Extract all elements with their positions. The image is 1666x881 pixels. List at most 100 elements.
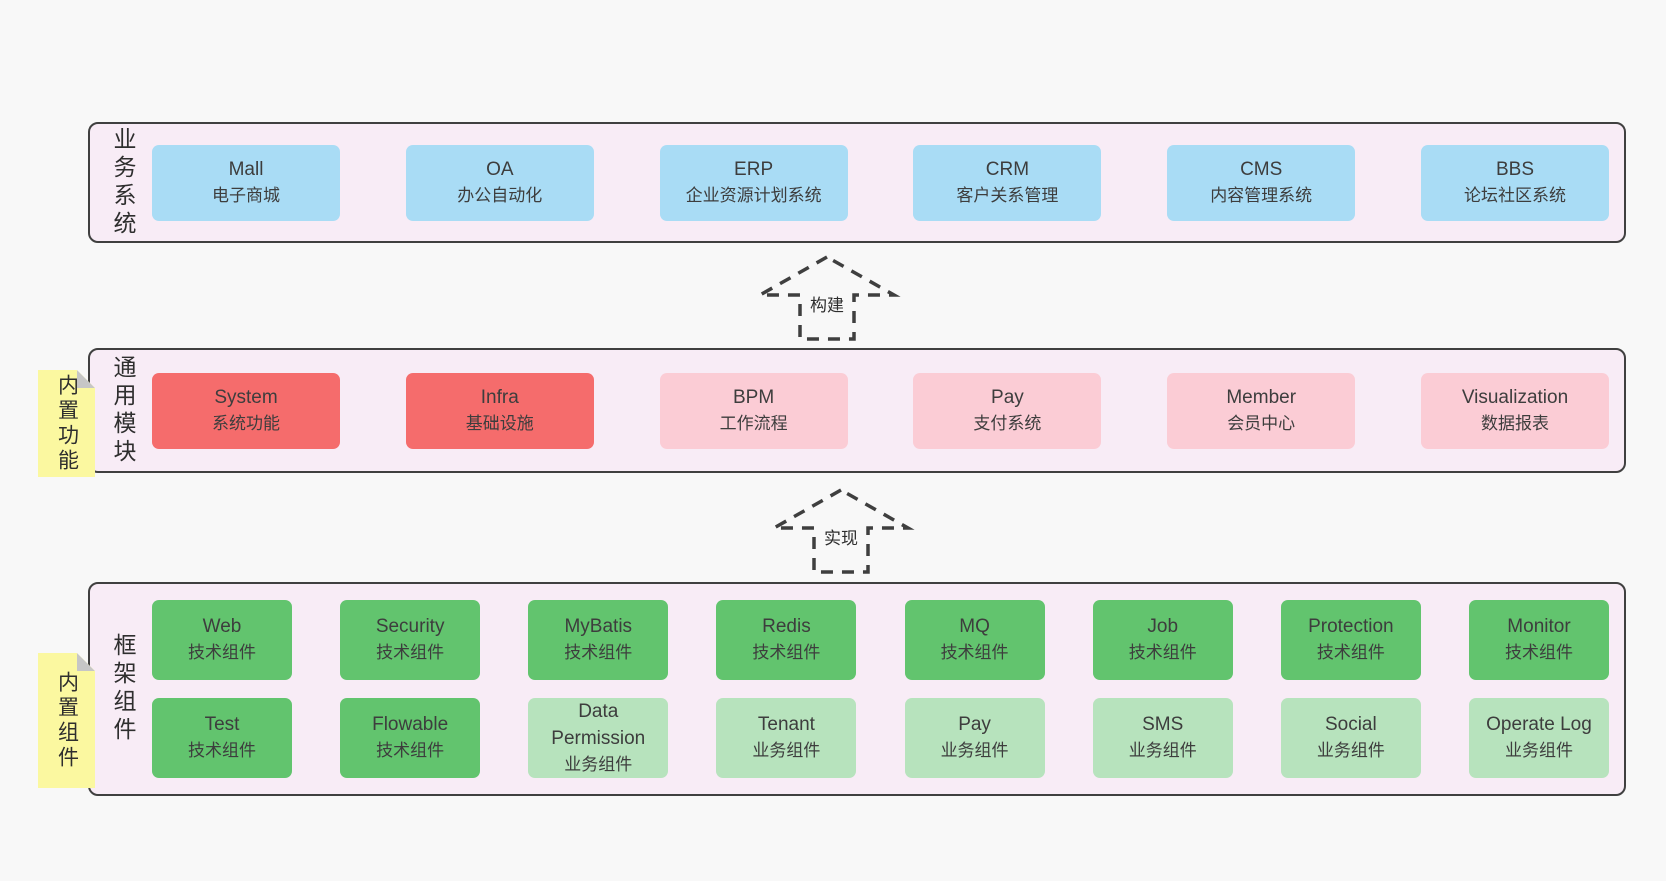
- arrow-build-label: 构建: [804, 290, 850, 317]
- box-subtitle: 内容管理系统: [1210, 185, 1313, 205]
- box-subtitle: 技术组件: [1504, 643, 1573, 663]
- box-subtitle: 业务组件: [940, 741, 1009, 761]
- box-title: BPM: [733, 386, 775, 408]
- box-sms: SMS 业务组件: [1092, 698, 1233, 778]
- box-title: Member: [1226, 386, 1297, 408]
- box-subtitle: 支付系统: [973, 413, 1042, 433]
- box-subtitle: 技术组件: [752, 643, 821, 663]
- box-security: Security 技术组件: [340, 600, 481, 680]
- arrow-up-implement: 实现: [766, 486, 916, 576]
- box-subtitle: 技术组件: [564, 643, 633, 663]
- box-title: System: [214, 386, 278, 408]
- box-title: MyBatis: [564, 616, 633, 638]
- box-operate-log: Operate Log 业务组件: [1468, 698, 1609, 778]
- box-erp: ERP 企业资源计划系统: [659, 144, 848, 221]
- box-subtitle: 业务组件: [1128, 741, 1197, 761]
- sticky-modules-label: 内置功能: [55, 373, 79, 474]
- box-mybatis: MyBatis 技术组件: [528, 600, 669, 680]
- box-monitor: Monitor 技术组件: [1468, 600, 1609, 680]
- box-title: Flowable: [372, 714, 449, 736]
- box-title: Operate Log: [1486, 714, 1592, 736]
- arrow-up-build: 构建: [752, 253, 902, 343]
- box-subtitle: 工作流程: [719, 413, 788, 433]
- box-pay: Pay 业务组件: [904, 698, 1045, 778]
- box-mq: MQ 技术组件: [904, 600, 1045, 680]
- box-bbs: BBS 论坛社区系统: [1420, 144, 1609, 221]
- box-subtitle: 业务组件: [1504, 741, 1573, 761]
- box-title: Test: [204, 714, 240, 736]
- box-subtitle: 技术组件: [1316, 643, 1385, 663]
- box-title: Pay: [958, 714, 991, 736]
- box-title: Redis: [762, 616, 811, 638]
- box-subtitle: 业务组件: [564, 754, 633, 774]
- box-title: Data Permission: [551, 700, 646, 749]
- sticky-note-built-in-features: 内置功能: [38, 370, 95, 477]
- band-label-modules: 通用模块: [110, 354, 136, 467]
- box-subtitle: 办公自动化: [457, 185, 543, 205]
- box-member: Member 会员中心: [1167, 372, 1356, 449]
- box-subtitle: 企业资源计划系统: [685, 185, 822, 205]
- sticky-note-built-in-components: 内置组件: [38, 653, 95, 788]
- box-title: ERP: [734, 158, 774, 180]
- box-title: Social: [1324, 714, 1377, 736]
- box-subtitle: 技术组件: [188, 741, 256, 761]
- box-title: Infra: [480, 386, 519, 408]
- box-subtitle: 技术组件: [376, 643, 445, 663]
- box-title: Mall: [228, 158, 264, 180]
- box-subtitle: 业务组件: [1316, 741, 1385, 761]
- box-system: System 系统功能: [152, 372, 340, 449]
- box-data-permission: Data Permission 业务组件: [528, 698, 669, 778]
- box-tenant: Tenant 业务组件: [716, 698, 857, 778]
- box-subtitle: 系统功能: [212, 413, 280, 433]
- box-subtitle: 业务组件: [752, 741, 821, 761]
- arrow-implement-label: 实现: [818, 523, 864, 550]
- box-title: Web: [202, 616, 242, 638]
- sticky-components-label: 内置组件: [55, 670, 79, 771]
- box-cms: CMS 内容管理系统: [1167, 144, 1356, 221]
- box-job: Job 技术组件: [1092, 600, 1233, 680]
- box-crm: CRM 客户关系管理: [913, 144, 1102, 221]
- box-subtitle: 会员中心: [1227, 413, 1296, 433]
- box-subtitle: 论坛社区系统: [1463, 185, 1566, 205]
- box-subtitle: 技术组件: [188, 643, 256, 663]
- box-infra: Infra 基础设施: [405, 372, 594, 449]
- box-web: Web 技术组件: [152, 600, 292, 680]
- box-title: OA: [486, 158, 514, 180]
- box-title: Monitor: [1507, 616, 1571, 638]
- box-title: Tenant: [757, 714, 815, 736]
- box-subtitle: 技术组件: [940, 643, 1009, 663]
- box-title: Job: [1147, 616, 1179, 638]
- box-social: Social 业务组件: [1280, 698, 1421, 778]
- box-title: Security: [375, 616, 445, 638]
- box-title: Protection: [1308, 616, 1394, 638]
- box-protection: Protection 技术组件: [1280, 600, 1421, 680]
- box-title: CMS: [1240, 158, 1283, 180]
- box-title: SMS: [1142, 714, 1184, 736]
- box-oa: OA 办公自动化: [405, 144, 594, 221]
- box-title: MQ: [959, 616, 990, 638]
- box-title: BBS: [1495, 158, 1534, 180]
- box-title: Visualization: [1461, 386, 1569, 408]
- box-test: Test 技术组件: [152, 698, 292, 778]
- box-subtitle: 技术组件: [1128, 643, 1197, 663]
- box-title: CRM: [985, 158, 1030, 180]
- band-label-business: 业务系统: [110, 126, 136, 239]
- box-redis: Redis 技术组件: [716, 600, 857, 680]
- box-subtitle: 基础设施: [465, 413, 534, 433]
- box-bpm: BPM 工作流程: [659, 372, 848, 449]
- band-label-components: 框架组件: [110, 633, 136, 745]
- box-subtitle: 客户关系管理: [956, 185, 1059, 205]
